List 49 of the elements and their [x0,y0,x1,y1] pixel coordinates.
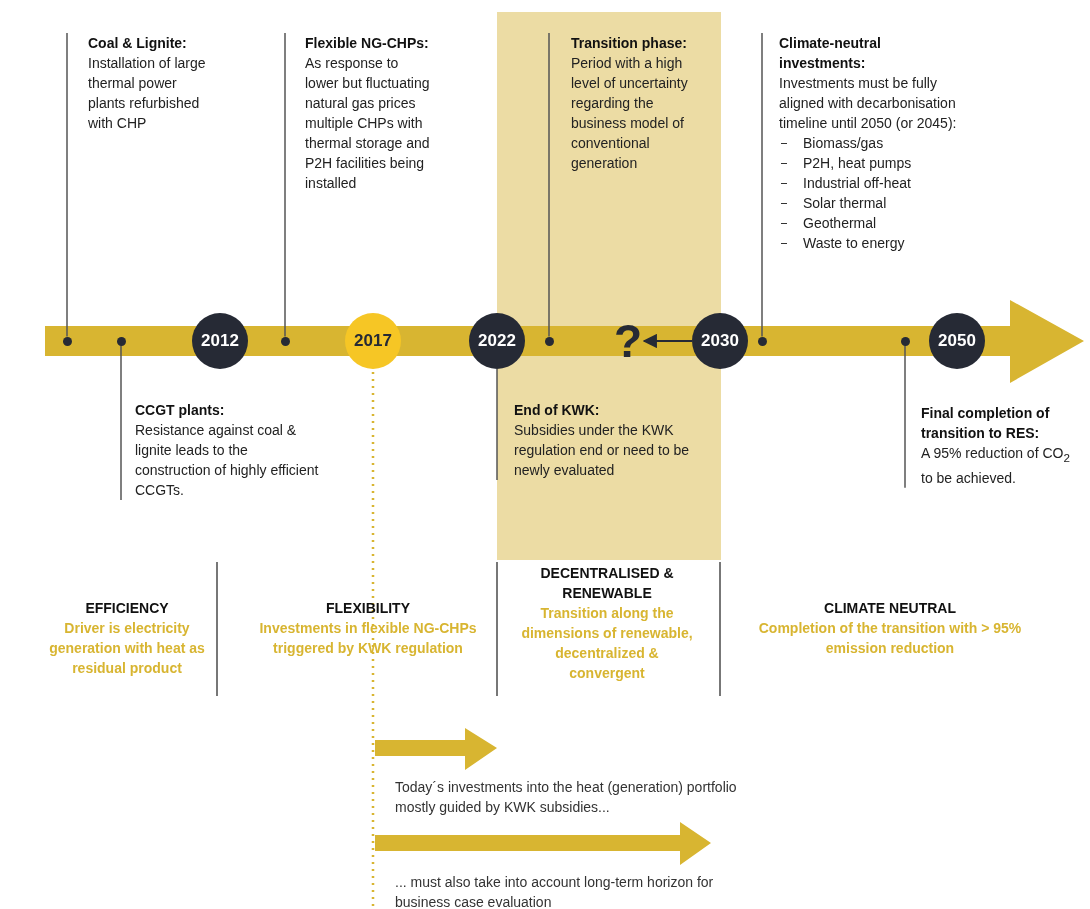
event-heading: Final completion of transition to RES: [921,404,1051,443]
timeline-dot [62,336,72,346]
event-description: Subsidies under the KWK regulation end or need to be newly evaluated [514,421,691,480]
year-marker: 2022 [469,313,525,369]
event-description: Investments must be fully aligned with decarbonisation timeline until 2050 (or 2045): [779,74,958,133]
leader-line [548,32,550,338]
list-item: Industrial off-heat [779,173,962,193]
phase-description: Completion of the transition with > 95% emission reduction [757,619,1023,658]
timeline-dot [116,336,126,346]
phase-description: Investments in flexible NG-CHPs triggered by KWK regulation [258,619,478,658]
timeline-dot [280,336,290,346]
event-description: A 95% reduction of CO$_{2}$ to be achieved. [921,444,1071,488]
event-heading: Coal & Lignite: [88,34,188,53]
event-description: Resistance against coal & lignite leads to the construction of highly efficient CCGTs. [135,421,320,500]
event-heading: CCGT plants: [135,401,226,420]
phase-title: FLEXIBILITY [325,599,411,618]
timeline-dot [757,336,767,346]
leader-line [904,344,906,489]
event-description: Period with a high level of uncertainty regarding the business model of conventional generation [571,54,689,173]
phase-title: DECENTRALISED & RENEWABLE [539,564,675,603]
leader-line [761,32,763,338]
year-marker: 2050 [929,313,985,369]
leader-line [284,32,286,338]
note-text: Today´s investments into the heat (generation) portfolio mostly guided by KWK subsidies... [395,778,738,817]
list-item: Solar thermal [779,193,962,213]
leader-line [120,344,122,501]
question-mark: ? [612,316,644,366]
timeline-dot [544,336,554,346]
event-heading: Transition phase: [571,34,688,53]
event-description: As response to lower but fluctuating natural gas prices multiple CHPs with thermal storage and P2H facilities being installed [305,54,431,193]
arrow [642,333,693,349]
event-heading: Climate-neutral investments: [779,34,882,73]
list-item: Waste to energy [779,233,962,253]
note-text: ... must also take into account long-term horizon for business case evaluation [395,873,715,909]
phase-title: CLIMATE NEUTRAL [823,599,957,618]
phase-description: Transition along the dimensions of renewable, decentralized & convergent [520,604,694,683]
event-heading: Flexible NG-CHPs: [305,34,430,53]
year-marker: 2012 [192,313,248,369]
event-description: Installation of large thermal power plants refurbished with CHP [88,54,207,133]
year-marker: 2017 [345,313,401,369]
leader-line [496,368,498,481]
phase-title: EFFICIENCY [84,599,170,618]
event-heading: End of KWK: [514,401,601,420]
list-item: Biomass/gas [779,133,962,153]
list-item: P2H, heat pumps [779,153,962,173]
leader-line [66,32,68,338]
timeline-dot [900,336,910,346]
phase-description: Driver is electricity generation with heat as residual product [48,619,206,678]
list-item: Geothermal [779,213,962,233]
